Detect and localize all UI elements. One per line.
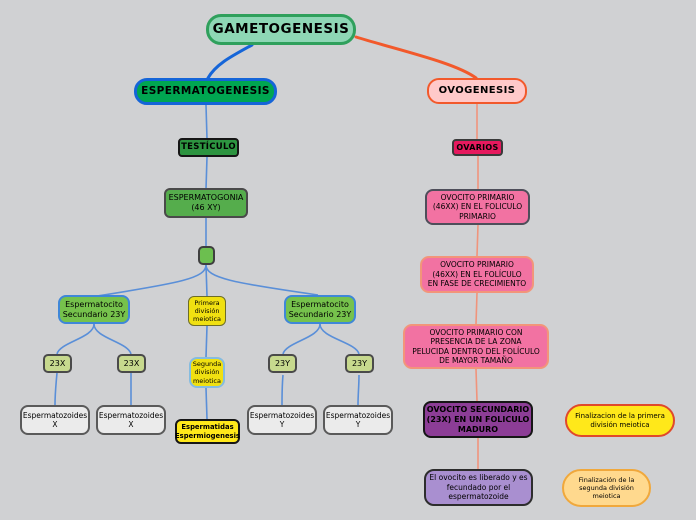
node-cromosoma-23x-2[interactable]: 23X [117,354,146,373]
node-finalizacion-primera-division[interactable]: Finalizacion de la primera división meio… [565,404,675,437]
node-cromosoma-23y-1[interactable]: 23Y [268,354,297,373]
node-ovocito-primario-foliculo-primario[interactable]: OVOCITO PRIMARIO (46XX) EN EL FOLICULO P… [425,189,530,225]
node-ovogenesis[interactable]: OVOGENESIS [427,78,527,104]
node-ovocito-liberado-fecundado[interactable]: El ovocito es liberado y es fecundado po… [424,469,533,506]
node-espermatozoides-y-2[interactable]: Espermatozoides Y [323,405,393,435]
node-testiculo[interactable]: TESTÍCULO [178,138,239,157]
node-espermatocito-secundario-derecho[interactable]: Espermatocito Secundario 23Y [284,295,356,324]
node-finalizacion-segunda-division[interactable]: Finalización de la segunda división meio… [562,469,651,507]
node-primera-division-meiotica[interactable]: Primera división meiotica [188,296,226,326]
node-connector-dot[interactable] [198,246,215,265]
node-espermatozoides-x-2[interactable]: Espermatozoides X [96,405,166,435]
node-espermatocito-secundario-izquierdo[interactable]: Espermatocito Secundario 23Y [58,295,130,324]
link-gametogenesis-espermatogenesis [206,43,254,80]
node-ovocito-primario-crecimiento[interactable]: OVOCITO PRIMARIO (46XX) EN EL FOLÍCULO E… [420,256,534,293]
node-cromosoma-23y-2[interactable]: 23Y [345,354,374,373]
node-ovarios[interactable]: OVARIOS [452,139,503,156]
espermatogenesis-chain-links [54,104,360,420]
node-ovocito-secundario-maduro[interactable]: OVOCITO SECUNDARIO (23X) EN UN FOLICULO … [423,401,533,438]
node-espermatogonia[interactable]: ESPERMATOGONIA (46 XY) [164,188,248,218]
node-espermatidas-espermiogenesis[interactable]: Espermatidas Espermiogenesis [175,419,240,444]
node-espermatozoides-x-1[interactable]: Espermatozoides X [20,405,90,435]
node-segunda-division-meiotica[interactable]: Segunda división meiotica [189,357,225,388]
node-gametogenesis[interactable]: GAMETOGENESIS [206,14,356,45]
ovogenesis-chain-links [475,103,479,469]
node-ovocito-zona-pelucida[interactable]: OVOCITO PRIMARIO CON PRESENCIA DE LA ZON… [403,324,549,369]
link-gametogenesis-ovogenesis [354,35,478,80]
node-cromosoma-23x-1[interactable]: 23X [43,354,72,373]
node-espermatozoides-y-1[interactable]: Espermatozoides Y [247,405,317,435]
node-espermatogenesis[interactable]: ESPERMATOGENESIS [134,78,277,105]
